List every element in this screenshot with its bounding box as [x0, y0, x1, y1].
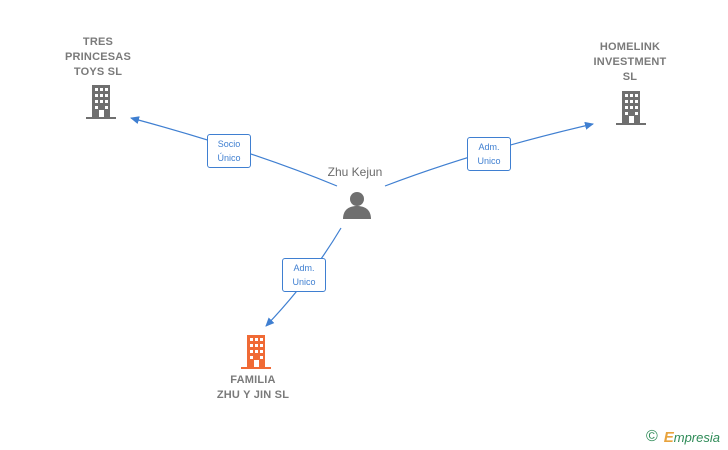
edge-label-adm-unico-familia: Adm. Unico	[282, 258, 326, 292]
edge-label-adm-unico-homelink: Adm. Unico	[467, 137, 511, 171]
brand-name: Empresia	[663, 428, 720, 446]
node-label-homelink[interactable]: HOMELINK INVESTMENT SL	[593, 41, 667, 83]
building-icon[interactable]	[241, 335, 271, 369]
node-label-familia[interactable]: FAMILIA ZHU Y JIN SL	[216, 374, 290, 401]
edge-label-line: Unico	[292, 277, 316, 287]
building-icon[interactable]	[86, 85, 116, 119]
empresia-logo[interactable]: © Empresia	[646, 428, 720, 446]
node-label-tres-princesas[interactable]: TRES PRINCESAS TOYS SL	[65, 36, 131, 78]
edge-label-socio-unico: Socio Único	[207, 134, 251, 168]
node-label-person[interactable]: Zhu Kejun	[327, 165, 383, 179]
building-icon[interactable]	[616, 91, 646, 125]
edge-label-line: Adm.	[293, 263, 315, 273]
person-icon[interactable]	[343, 192, 371, 219]
edge-label-line: Unico	[477, 156, 501, 166]
edge-label-line: Socio	[217, 139, 241, 149]
edge-label-line: Adm.	[478, 142, 500, 152]
copyright-icon: ©	[645, 428, 658, 445]
edge-label-line: Único	[217, 153, 241, 163]
